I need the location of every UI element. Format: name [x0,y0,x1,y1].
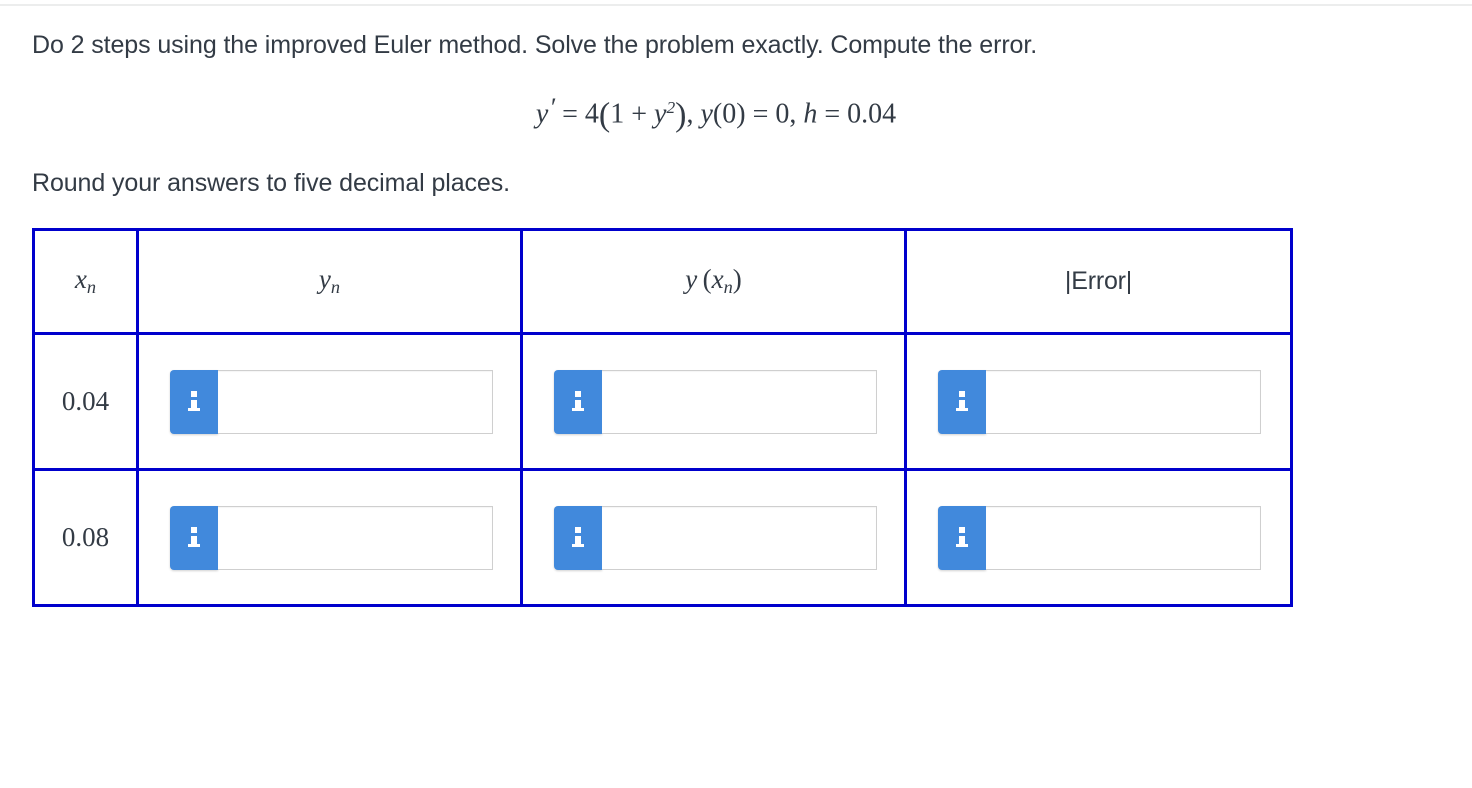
equation-open-paren: ( [598,96,611,134]
answer-cell-error-2 [904,468,1293,607]
answer-table: xn yn y (xn) |Error| 0.04 [32,228,1293,607]
equation-y-prime-var: y [535,98,549,130]
row-x-value-2: 0.08 [32,468,139,607]
header-label-yxn: y (xn) [685,264,742,298]
equation-initial-close-paren: ) [736,98,746,130]
row-x-value-1: 0.04 [32,332,139,471]
header-cell-xn: xn [32,228,139,335]
rounding-instruction: Round your answers to five decimal place… [32,169,510,197]
answer-input-error-2[interactable] [986,505,1261,570]
equation-exponent: 2 [666,98,676,118]
answer-input-yxn-2[interactable] [602,505,877,570]
answer-input-group [170,369,493,434]
info-i-icon[interactable] [554,505,602,570]
top-divider-rule [0,4,1472,6]
answer-input-yn-2[interactable] [218,505,493,570]
problem-equation: y′=4(1+y2), y(0)=0, h=0.04 [0,92,1432,135]
equation-plus: + [631,98,648,130]
table-row: 0.04 [32,332,1293,471]
equation-initial-x: 0 [722,98,737,130]
equation-comma-1: , [686,98,694,130]
answer-input-yxn-1[interactable] [602,369,877,434]
answer-input-group [554,369,877,434]
equation-initial-value: 0 [775,98,790,130]
equation-initial-open-paren: ( [712,98,723,130]
answer-input-group [938,505,1261,570]
equation-h-value: 0.04 [847,98,897,130]
equation-initial-y: y [700,98,713,130]
answer-input-error-1[interactable] [986,369,1261,434]
equation-comma-2: , [789,98,797,130]
answer-cell-error-1 [904,332,1293,471]
info-i-icon[interactable] [170,369,218,434]
table-row: 0.08 [32,468,1293,607]
equation-prime-mark: ′ [549,92,556,122]
equation-equals-1: = [562,98,578,130]
equation-equals-2: = [752,98,769,130]
answer-cell-yn-2 [136,468,523,607]
equation-h-symbol: h [803,98,818,130]
equation-y-var: y [654,98,667,130]
table-header-row: xn yn y (xn) |Error| [32,228,1293,335]
header-cell-error: |Error| [904,228,1293,335]
answer-cell-yn-1 [136,332,523,471]
info-i-icon[interactable] [170,505,218,570]
answer-input-group [554,505,877,570]
equation-equals-3: = [824,98,841,130]
answer-cell-yxn-1 [520,332,907,471]
header-cell-yxn: y (xn) [520,228,907,335]
equation-close-paren: ) [675,96,687,134]
answer-cell-yxn-2 [520,468,907,607]
problem-instruction: Do 2 steps using the improved Euler meth… [32,31,1038,59]
equation-coefficient: 4 [584,98,599,130]
info-i-icon[interactable] [554,369,602,434]
info-i-icon[interactable] [938,505,986,570]
equation-one: 1 [610,98,625,130]
header-label-error: |Error| [1064,267,1133,295]
header-label-yn: yn [318,264,341,298]
answer-input-group [170,505,493,570]
header-cell-yn: yn [136,228,523,335]
answer-input-yn-1[interactable] [218,369,493,434]
info-i-icon[interactable] [938,369,986,434]
answer-input-group [938,369,1261,434]
header-label-xn: xn [74,264,97,298]
